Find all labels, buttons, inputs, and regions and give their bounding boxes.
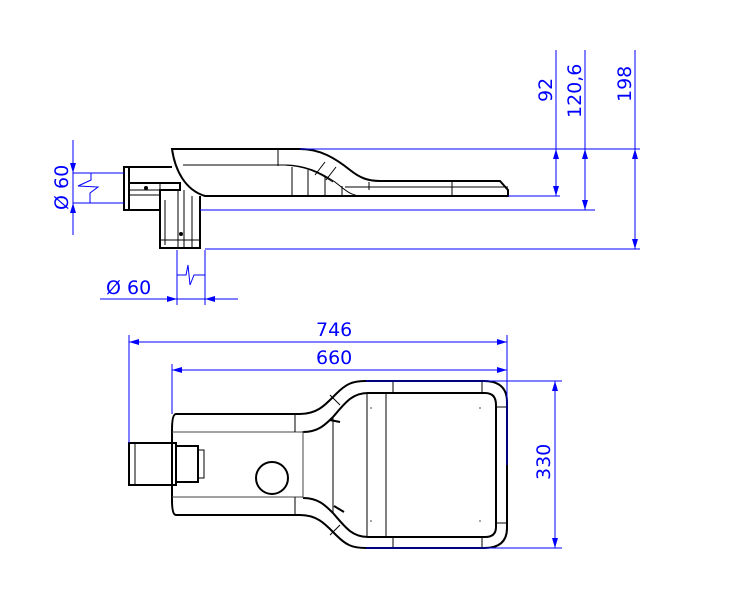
dim-label-tube-diameter-left: Ø 60 [51, 165, 73, 210]
mounting-bracket-top [128, 442, 205, 486]
dimension-lines-top [128, 335, 562, 549]
dim-label-120-6: 120,6 [564, 64, 586, 118]
dim-label-198: 198 [614, 66, 636, 102]
side-view: 92 120,6 198 Ø 60 Ø 60 [51, 50, 640, 305]
luminaire-top-body [171, 380, 508, 549]
cable-entry-circle [255, 461, 289, 495]
dim-label-92: 92 [535, 78, 557, 102]
luminaire-side-body [170, 148, 509, 197]
dimension-lines-side [70, 50, 640, 305]
dim-label-tube-diameter-bottom: Ø 60 [106, 277, 151, 299]
top-view: 746 660 330 [128, 319, 562, 549]
dim-label-330: 330 [533, 444, 555, 480]
mounting-bracket-side [123, 166, 201, 249]
dim-label-660: 660 [316, 347, 352, 369]
dim-label-746: 746 [316, 319, 352, 341]
